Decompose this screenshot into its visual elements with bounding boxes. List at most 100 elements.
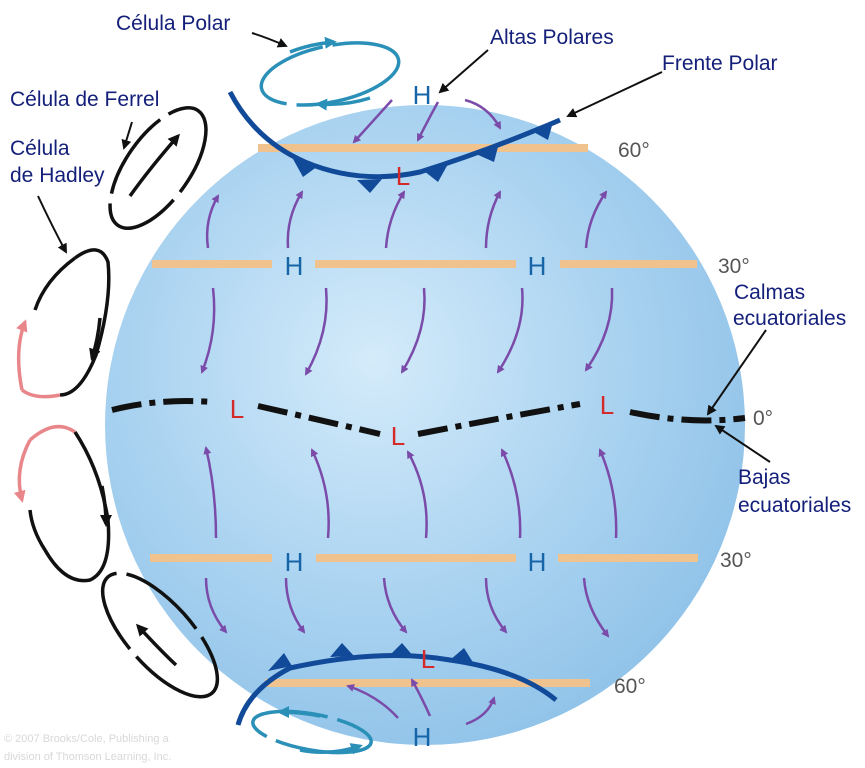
- front-triangle: [530, 122, 553, 140]
- front-triangle: [450, 648, 474, 664]
- wind-arrow: [310, 448, 330, 539]
- hadley-cell-north: [16, 248, 111, 399]
- trade-winds-north: [200, 287, 614, 376]
- high-pressure-polar-south: H: [413, 722, 432, 752]
- pointer-frente-polar: [566, 71, 663, 118]
- ferrel-cell-arrow: [135, 623, 178, 667]
- polar-cell-loop: [259, 41, 401, 107]
- wind-arrow: [346, 684, 399, 719]
- label-ferrel-cell: Célula de Ferrel: [10, 88, 159, 111]
- ferrel-cell-loop: [108, 106, 208, 230]
- wind-arrow: [384, 190, 406, 249]
- ferrel-cell-south: [100, 571, 220, 699]
- wind-arrow: [410, 678, 432, 717]
- itcz-line: [111, 398, 746, 437]
- hadley-cell-loop: [59, 248, 111, 397]
- label-equatorial-calms-line1: Calmas: [734, 281, 805, 304]
- wind-arrow: [584, 287, 614, 372]
- polar-cell-arrow: [315, 96, 371, 111]
- pointer-hadley-cell: [37, 195, 67, 254]
- wind-arrow: [416, 101, 440, 142]
- label-equatorial-lows-line1: Bajas: [738, 466, 791, 489]
- wind-arrow: [304, 287, 328, 376]
- high-pressure-polar-north: H: [413, 80, 432, 110]
- wind-arrow: [203, 446, 218, 539]
- wind-arrow: [284, 577, 306, 634]
- hadley-cell-warm-arrow: [13, 439, 32, 503]
- wind-arrow: [582, 577, 610, 638]
- wind-arrow: [464, 98, 502, 130]
- low-pressure-equatorial: L: [600, 390, 614, 420]
- hadley-cell-loop: [33, 256, 77, 311]
- high-pressure-subtropical-north: H: [528, 251, 547, 281]
- hadley-cell-arrow: [99, 485, 112, 527]
- hadley-cell-loop: [28, 431, 111, 583]
- latitude-label-30s: 30°: [720, 549, 752, 572]
- wind-arrow: [598, 448, 618, 539]
- wind-arrow: [584, 190, 608, 249]
- latitude-label-60s: 60°: [614, 675, 646, 698]
- ferrel-cell-loop: [100, 571, 220, 699]
- label-equatorial-calms-line2: ecuatoriales: [733, 307, 846, 330]
- label-polar-cell: Célula Polar: [116, 12, 230, 35]
- label-polar-front: Frente Polar: [662, 52, 778, 75]
- latitude-label-equator: 0°: [753, 407, 773, 430]
- wind-arrow: [286, 190, 304, 249]
- low-pressure-subpolar-south: L: [421, 644, 435, 674]
- polar-front-south-triangles: [268, 643, 474, 671]
- front-triangle: [330, 643, 354, 657]
- wind-arrow: [400, 287, 426, 374]
- high-pressure-subtropical-south: H: [528, 547, 547, 577]
- westerlies-south: [204, 577, 610, 638]
- front-triangle: [357, 179, 382, 193]
- polar-cell-north: [259, 36, 401, 111]
- front-triangle: [390, 643, 414, 657]
- wind-arrow: [200, 287, 216, 374]
- wind-arrow: [204, 577, 228, 634]
- wind-arrow: [465, 696, 496, 726]
- label-equatorial-lows-line2: ecuatoriales: [738, 494, 851, 517]
- low-pressure-equatorial: L: [391, 421, 405, 451]
- front-triangle: [476, 143, 499, 162]
- high-pressure-subtropical-south: H: [285, 547, 304, 577]
- hadley-cell-south: [13, 424, 112, 583]
- polar-cell-south: [251, 706, 373, 755]
- ferrel-cell-arrow: [128, 133, 180, 198]
- latitude-label-30n: 30°: [718, 255, 750, 278]
- wind-arrow: [484, 577, 508, 634]
- low-pressure-subpolar-north: L: [396, 161, 410, 191]
- wind-arrow: [382, 577, 408, 634]
- polar-easterlies-south: [346, 678, 496, 726]
- pointer-ferrel-cell: [121, 121, 133, 150]
- pointer-polar-cell: [251, 32, 288, 48]
- polar-cell-arrow: [277, 706, 321, 719]
- label-hadley-cell-line2: de Hadley: [10, 164, 105, 187]
- latitude-label-60n: 60°: [618, 139, 650, 162]
- pointer-bajas-ecuatoriales: [714, 424, 771, 463]
- wind-arrow: [352, 99, 393, 144]
- low-pressure-equatorial: L: [230, 394, 244, 424]
- front-triangle: [268, 653, 292, 671]
- wind-arrow: [205, 194, 220, 249]
- ferrel-cell-north: [108, 106, 208, 230]
- hadley-cell-warm-arrow: [16, 319, 28, 391]
- wind-arrow: [500, 448, 522, 539]
- copyright-line2: division of Thomson Learning, Inc.: [4, 751, 171, 763]
- polar-easterlies-north: [352, 98, 502, 144]
- westerlies-north: [205, 190, 608, 249]
- polar-cell-arrow: [289, 36, 337, 54]
- hadley-cell-arrow: [89, 317, 102, 361]
- wind-arrow: [496, 287, 524, 374]
- pointer-altas-polares: [438, 49, 489, 94]
- front-triangle: [293, 159, 318, 177]
- label-polar-highs: Altas Polares: [490, 26, 614, 49]
- high-pressure-subtropical-north: H: [285, 251, 304, 281]
- copyright-line1: © 2007 Brooks/Cole, Publishing a: [4, 733, 170, 745]
- pointer-calmas-ecuatoriales: [706, 329, 767, 416]
- wind-arrow: [484, 190, 502, 249]
- trade-winds-south: [203, 446, 618, 539]
- polar-front-north-triangles: [293, 122, 553, 193]
- hadley-cell-warm-segment: [20, 388, 61, 399]
